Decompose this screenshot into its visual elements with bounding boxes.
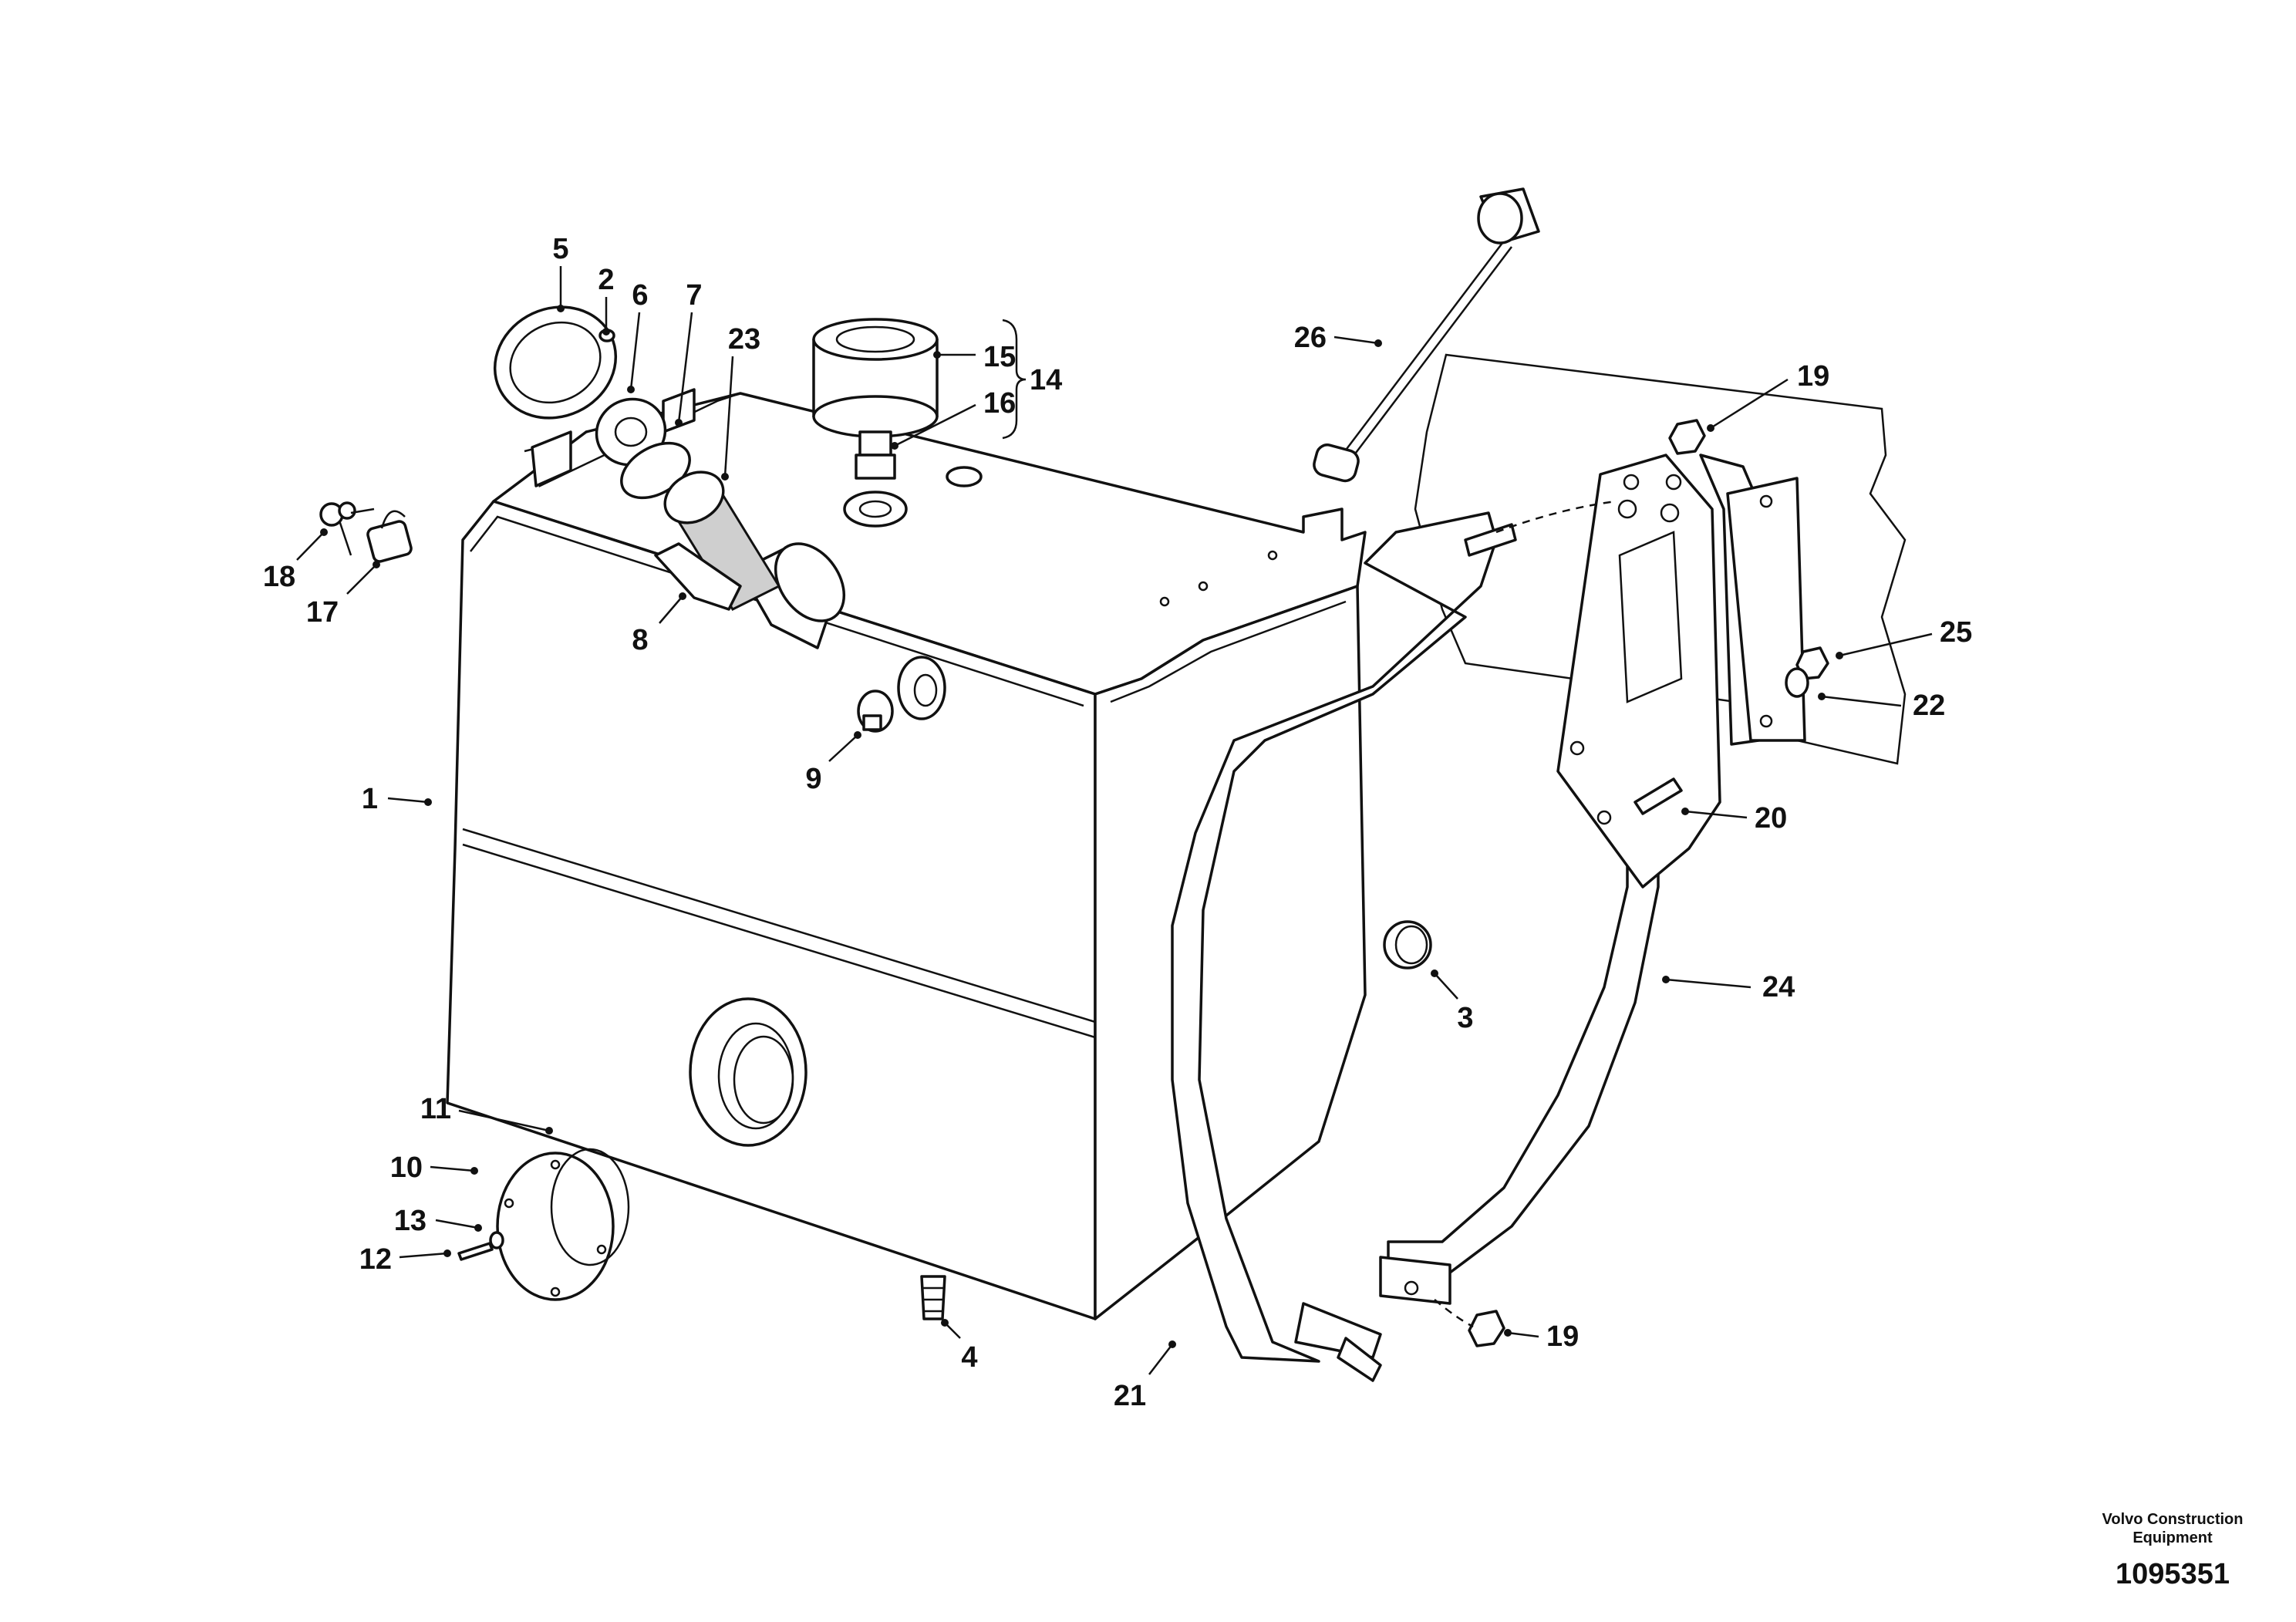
padlock-17 bbox=[366, 510, 413, 563]
nut-19-lower bbox=[1468, 1310, 1505, 1347]
screw-12 bbox=[457, 1242, 494, 1261]
callout-5: 5 bbox=[552, 233, 568, 265]
breather-assembly bbox=[812, 318, 939, 528]
callout-14: 14 bbox=[1030, 364, 1062, 396]
callout-23: 23 bbox=[728, 323, 760, 356]
keys-18 bbox=[319, 501, 375, 556]
plug-9 bbox=[857, 690, 894, 733]
callout-15: 15 bbox=[983, 341, 1016, 373]
callout-22: 22 bbox=[1913, 690, 1945, 722]
strap-21 bbox=[1171, 511, 1517, 1382]
gasket-11 bbox=[550, 1148, 630, 1266]
callout-9: 9 bbox=[805, 763, 821, 795]
callout-24: 24 bbox=[1762, 971, 1795, 1003]
drawing-number: 1095351 bbox=[2116, 1558, 2230, 1590]
filler-cap-5 bbox=[493, 305, 618, 420]
callout-3: 3 bbox=[1457, 1002, 1473, 1034]
callout-8: 8 bbox=[632, 624, 648, 656]
callout-1: 1 bbox=[362, 783, 378, 815]
level-sensor-26 bbox=[1313, 187, 1540, 483]
callout-2: 2 bbox=[598, 264, 614, 296]
callout-25: 25 bbox=[1940, 616, 1972, 649]
washer-22 bbox=[1785, 667, 1809, 698]
leader-lines bbox=[296, 266, 1933, 1375]
bracket-8 bbox=[654, 542, 742, 611]
strainer-23 bbox=[663, 470, 781, 611]
callout-19-upper: 19 bbox=[1797, 360, 1829, 393]
callout-labels: 1 2 3 4 5 6 7 8 9 10 11 12 13 14 15 16 1… bbox=[263, 233, 1972, 1412]
callout-6: 6 bbox=[632, 279, 648, 312]
drawing-footer: Volvo Construction Equipment 1095351 bbox=[2095, 1510, 2250, 1591]
callout-18: 18 bbox=[263, 561, 295, 593]
callout-26: 26 bbox=[1294, 322, 1327, 354]
brand-line-1: Volvo Construction bbox=[2102, 1511, 2244, 1528]
callout-11: 11 bbox=[420, 1093, 451, 1125]
assembly-line-upper bbox=[1495, 500, 1617, 534]
callout-10: 10 bbox=[390, 1152, 423, 1184]
nut-19-upper bbox=[1668, 419, 1706, 455]
plug-3 bbox=[1383, 920, 1432, 969]
callout-4: 4 bbox=[961, 1341, 977, 1374]
mounting-bracket bbox=[1556, 454, 1806, 889]
cover-10 bbox=[496, 1152, 615, 1301]
callout-13: 13 bbox=[394, 1205, 426, 1237]
assembly-line-lower bbox=[1434, 1299, 1474, 1328]
callout-7: 7 bbox=[686, 279, 702, 312]
callout-19-lower: 19 bbox=[1546, 1320, 1579, 1353]
brand-line-2: Equipment bbox=[2132, 1529, 2213, 1546]
callout-12: 12 bbox=[359, 1243, 392, 1276]
callout-20: 20 bbox=[1755, 802, 1787, 835]
callout-16: 16 bbox=[983, 387, 1016, 420]
washer-13 bbox=[489, 1231, 504, 1249]
fuel-tank bbox=[446, 388, 1367, 1320]
plug-4 bbox=[920, 1275, 946, 1320]
callout-21: 21 bbox=[1114, 1380, 1146, 1412]
bolt-20 bbox=[1633, 777, 1683, 815]
callout-17: 17 bbox=[306, 596, 339, 629]
